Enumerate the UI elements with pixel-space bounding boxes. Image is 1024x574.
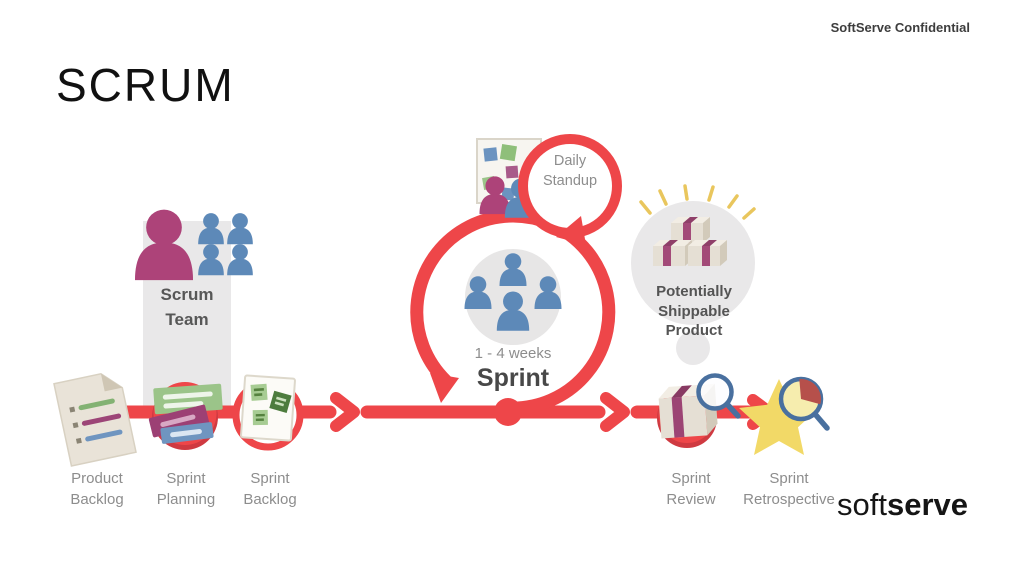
pie-magnifier-icon	[778, 376, 830, 431]
timeline-dot	[494, 398, 522, 426]
label-product-backlog: Product Backlog	[70, 470, 124, 508]
sprint-planning-icon	[148, 382, 223, 450]
sprint-team-circle-icon	[464, 249, 562, 345]
label-scrum-team: Scrum Team	[160, 285, 214, 329]
connector-dot	[676, 331, 710, 365]
shippable-product-icon	[631, 184, 756, 365]
sparkle-rays-icon	[639, 184, 756, 220]
label-sprint-retrospective: Sprint Retrospective	[743, 470, 835, 508]
label-sprint: Sprint	[476, 364, 550, 392]
daily-standup-loop	[518, 134, 622, 245]
label-sprint-backlog: Sprint Backlog	[243, 470, 297, 508]
confidential-note: SoftServe Confidential	[830, 20, 970, 35]
label-sprint-review: Sprint Review	[666, 470, 716, 508]
product-backlog-icon	[53, 373, 137, 467]
sprint-review-icon	[657, 373, 741, 448]
logo-text-bold: serve	[886, 487, 968, 522]
sprint-backlog-icon	[232, 374, 304, 451]
softserve-logo: softserve	[837, 487, 968, 523]
star-icon	[739, 379, 819, 455]
label-sprint-duration: 1 - 4 weeks	[474, 345, 552, 362]
label-shippable-product: Potentially Shippable Product	[656, 283, 732, 339]
label-daily-standup: Daily Standup	[542, 153, 598, 190]
magnifier-icon	[696, 373, 741, 419]
sprint-retrospective-icon	[739, 376, 830, 455]
page-title: SCRUM	[56, 59, 235, 111]
logo-text-light: soft	[837, 487, 887, 522]
label-sprint-planning: Sprint Planning	[156, 470, 216, 508]
